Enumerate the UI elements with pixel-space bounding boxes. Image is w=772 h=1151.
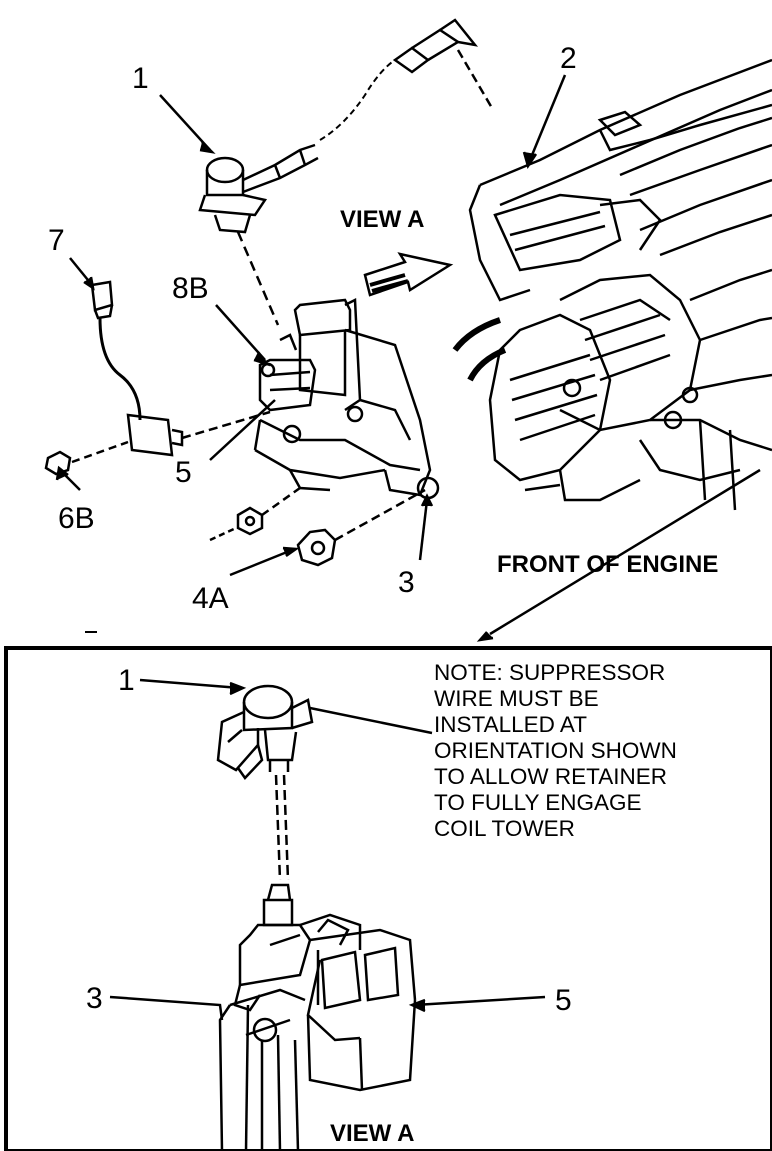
suppressor-wire-path <box>319 59 396 141</box>
upper-exploded-view: 1 2 7 8B 5 6B 3 4A VIEW A FRONT OF ENGIN… <box>44 18 772 642</box>
sensor-part-7 <box>90 280 271 457</box>
detail-suppressor-boot <box>216 684 314 881</box>
coil-bracket-assembly <box>253 298 440 500</box>
suppressor-wire-part-1 <box>198 143 319 326</box>
view-a-caption: VIEW A <box>330 1120 414 1147</box>
callout-2: 2 <box>560 42 577 75</box>
callout-5-upper: 5 <box>175 456 192 489</box>
nut-part-4a <box>296 488 426 567</box>
spark-plug-boot-drawing <box>392 18 494 109</box>
note-line: TO FULLY ENGAGE <box>434 790 642 815</box>
upper-leader-lines <box>55 74 761 642</box>
callout-3-detail: 3 <box>86 982 103 1015</box>
note-line: ORIENTATION SHOWN <box>434 738 677 763</box>
detail-view-frame <box>4 646 772 1151</box>
nut-hardware <box>209 486 301 542</box>
note-line: TO ALLOW RETAINER <box>434 764 667 789</box>
bolt-part-6b <box>44 440 129 476</box>
callout-5-detail: 5 <box>555 984 572 1017</box>
engine-block-drawing <box>452 58 772 511</box>
view-a-arrow <box>363 252 454 297</box>
note-line: INSTALLED AT <box>434 712 587 737</box>
callout-8b: 8B <box>172 272 209 305</box>
callout-4a: 4A <box>192 582 229 615</box>
callout-1-detail: 1 <box>118 664 135 697</box>
callout-7: 7 <box>48 224 65 257</box>
note-line: WIRE MUST BE <box>434 686 599 711</box>
callout-1-upper: 1 <box>132 62 149 95</box>
note-line: COIL TOWER <box>434 816 575 841</box>
callout-3-upper: 3 <box>398 566 415 599</box>
detail-leader-lines <box>109 678 546 1021</box>
callout-6b: 6B <box>58 502 95 535</box>
note-line: NOTE: SUPPRESSOR <box>434 660 665 685</box>
front-of-engine-label: FRONT OF ENGINE <box>497 551 718 578</box>
detail-coil-assembly <box>218 883 417 1151</box>
detail-view-a: 1 3 5 NOTE: SUPPRESSOR WIRE MUST BE INST… <box>4 646 772 1151</box>
installation-note: NOTE: SUPPRESSOR WIRE MUST BE INSTALLED … <box>434 660 677 841</box>
view-a-label-upper: VIEW A <box>340 206 424 233</box>
